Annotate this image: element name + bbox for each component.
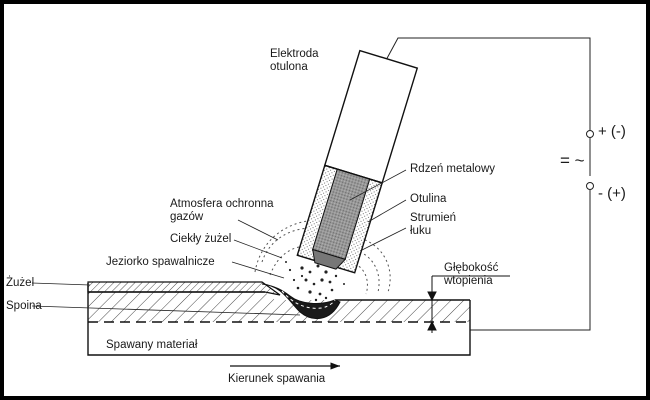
label-electrode: Elektroda otulona [270, 48, 319, 74]
label-base-material: Spawany materiał [106, 339, 198, 351]
label-arc: Strumień łuku [410, 212, 456, 238]
label-arc-line1: Strumień [410, 212, 457, 224]
coated-electrode [296, 49, 419, 274]
label-arc-line2: łuku [410, 225, 432, 237]
power-circuit [377, 37, 591, 331]
label-electrode-line2: otulona [270, 61, 308, 73]
slag-layer [87, 281, 281, 296]
label-depth-line1: Głębokość [444, 262, 499, 274]
arc-droplets [285, 261, 345, 302]
weld-pool [261, 283, 341, 320]
label-direction: Kierunek spawania [228, 373, 326, 385]
label-electrode-line1: Elektroda [270, 48, 319, 60]
terminal-bottom [586, 182, 594, 190]
label-depth: Głębokość wtopienia [444, 262, 498, 288]
label-atmosphere-line2: gazów [170, 211, 204, 223]
label-depth-line2: wtopienia [444, 275, 493, 287]
label-core: Rdzeń metalowy [410, 163, 496, 175]
source-minus-label: - (+) [598, 185, 626, 202]
gas-shield [254, 219, 391, 295]
label-weld-pool: Jeziorko spawalnicze [106, 256, 215, 268]
label-weld: Spoina [6, 300, 42, 312]
label-slag: Żużel [6, 277, 35, 289]
leader-lines [31, 169, 407, 316]
label-atmosphere-line1: Atmosfera ochronna [170, 198, 274, 210]
label-liquid-slag: Ciekły żużel [170, 233, 232, 245]
source-equals-tilde-label: = ~ [560, 151, 585, 170]
penetration-depth-dimension [427, 275, 510, 333]
weld-pool-inner [281, 290, 336, 309]
electrode-upper-body [323, 49, 419, 184]
label-coating: Otulina [410, 193, 447, 205]
source-plus-label: + (-) [598, 123, 626, 140]
terminal-top [586, 130, 594, 138]
label-atmosphere: Atmosfera ochronna gazów [170, 198, 274, 224]
electrode-tip [312, 248, 347, 270]
base-material [87, 283, 471, 356]
